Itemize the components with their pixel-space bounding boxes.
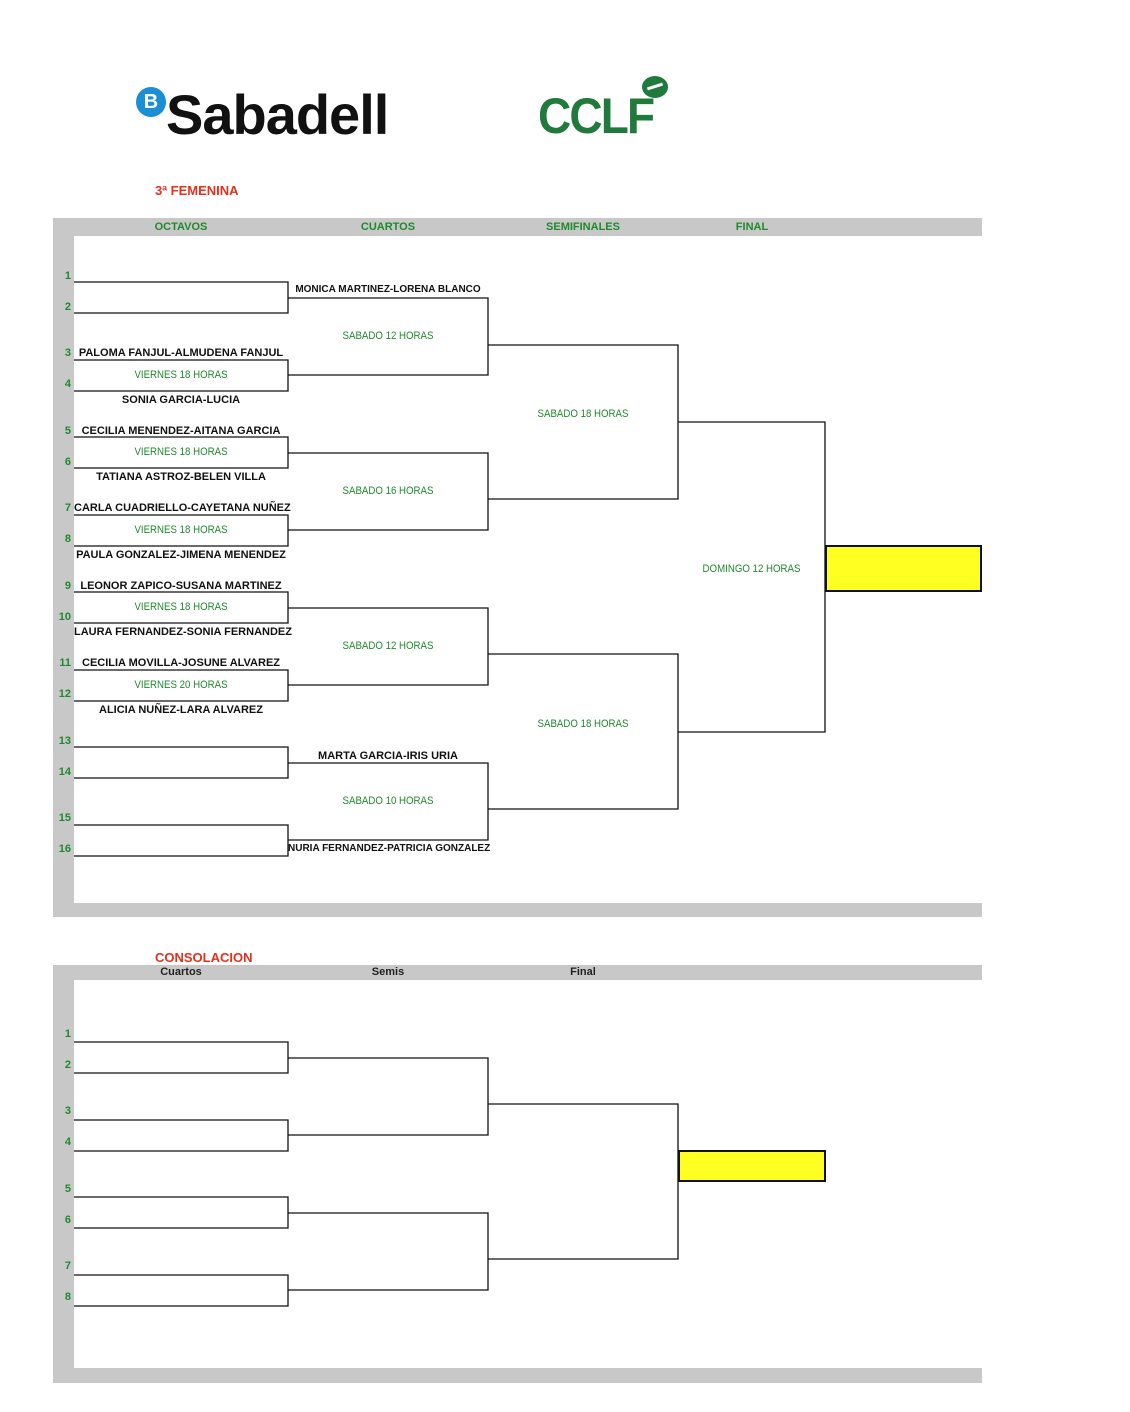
slot-number: 4	[64, 1136, 71, 1148]
match-time: SABADO 10 HORAS	[342, 795, 434, 807]
sabadell-logo-text: Sabadell	[166, 83, 389, 146]
slot-number: 8	[64, 1291, 71, 1303]
slot-number: 6	[64, 456, 71, 468]
main-header-bar	[53, 218, 982, 236]
champion-box	[825, 545, 982, 592]
slot-number: 11	[59, 657, 71, 669]
team-name: CECILIA MENENDEZ-AITANA GARCIA	[81, 425, 281, 437]
header-consolation-semis: Semis	[371, 966, 405, 978]
consolation-side-bar	[53, 980, 74, 1368]
cclf-logo: CCLF	[538, 76, 678, 146]
match-time: SABADO 16 HORAS	[342, 485, 434, 497]
sabadell-badge-icon: B	[136, 87, 166, 117]
team-name: PALOMA FANJUL-ALMUDENA FANJUL	[78, 347, 284, 359]
consolation-footer-bar	[53, 1368, 982, 1383]
sabadell-logo: B Sabadell	[136, 80, 426, 150]
final-time: DOMINGO 12 HORAS	[702, 563, 801, 575]
team-name: PAULA GONZALEZ-JIMENA MENENDEZ	[76, 549, 286, 561]
match-time: VIERNES 20 HORAS	[134, 679, 228, 691]
slot-number: 16	[58, 843, 71, 855]
match-time: VIERNES 18 HORAS	[134, 524, 228, 536]
main-side-bar	[53, 236, 74, 904]
team-name: CECILIA MOVILLA-JOSUNE ALVAREZ	[82, 657, 280, 669]
main-bracket-title: 3ª FEMENINA	[155, 183, 239, 198]
slot-number: 9	[64, 580, 71, 592]
slot-number: 3	[64, 347, 71, 359]
slot-number: 2	[64, 1059, 71, 1071]
team-name: MONICA MARTINEZ-LORENA BLANCO	[295, 284, 481, 295]
header-octavos: OCTAVOS	[154, 221, 208, 233]
slot-number: 3	[64, 1105, 71, 1117]
cclf-logo-text: CCLF	[538, 88, 655, 144]
team-name: MARTA GARCIA-IRIS URIA	[318, 750, 458, 762]
match-time: SABADO 12 HORAS	[342, 640, 434, 652]
team-name: NURIA FERNANDEZ-PATRICIA GONZALEZ	[288, 843, 491, 854]
slot-number: 14	[58, 766, 71, 778]
consolation-champion-box	[678, 1150, 826, 1182]
slot-number: 8	[64, 533, 71, 545]
team-name: TATIANA ASTROZ-BELEN VILLA	[96, 471, 266, 483]
slot-number: 7	[64, 1260, 71, 1272]
slot-number: 5	[64, 425, 71, 437]
team-name: SONIA GARCIA-LUCIA	[121, 394, 241, 406]
header-final: FINAL	[735, 221, 769, 233]
match-time: SABADO 18 HORAS	[537, 408, 629, 420]
slot-number: 15	[58, 812, 71, 824]
header-consolation-cuartos: Cuartos	[160, 966, 202, 978]
match-time: VIERNES 18 HORAS	[134, 369, 228, 381]
slot-number: 1	[64, 1028, 71, 1040]
slot-number: 4	[64, 378, 71, 390]
main-footer-bar	[53, 903, 982, 917]
match-time: SABADO 18 HORAS	[537, 718, 629, 730]
consolation-header-bar	[53, 965, 982, 980]
slot-number: 5	[64, 1183, 71, 1195]
header-consolation-final: Final	[570, 966, 596, 978]
slot-number: 1	[64, 270, 71, 282]
team-name: LAURA FERNANDEZ-SONIA FERNANDEZ	[74, 626, 292, 638]
team-name: CARLA CUADRIELLO-CAYETANA NUÑEZ	[74, 502, 291, 514]
slot-number: 12	[58, 688, 71, 700]
cclf-leaf-icon	[642, 76, 668, 98]
team-name: ALICIA NUÑEZ-LARA ALVAREZ	[99, 704, 263, 716]
team-name: LEONOR ZAPICO-SUSANA MARTINEZ	[80, 580, 282, 592]
slot-number: 10	[58, 611, 71, 623]
match-time: VIERNES 18 HORAS	[134, 446, 228, 458]
slot-number: 13	[58, 735, 71, 747]
header-semifinales: SEMIFINALES	[546, 221, 620, 233]
consolation-title: CONSOLACION	[155, 950, 253, 965]
slot-number: 6	[64, 1214, 71, 1226]
header-cuartos: CUARTOS	[360, 221, 416, 233]
match-time: VIERNES 18 HORAS	[134, 601, 228, 613]
match-time: SABADO 12 HORAS	[342, 330, 434, 342]
slot-number: 7	[64, 502, 71, 514]
slot-number: 2	[64, 301, 71, 313]
